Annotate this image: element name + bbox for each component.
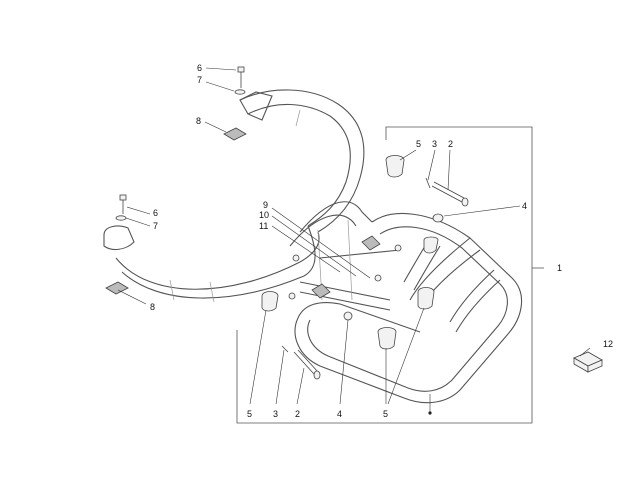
callout-5-bottom-left: 5 — [247, 409, 252, 419]
callout-6-top: 6 — [197, 63, 202, 73]
callout-4-right: 4 — [522, 201, 527, 211]
callout-2-top: 2 — [448, 139, 453, 149]
callout-7-left: 7 — [153, 221, 158, 231]
callout-12: 12 — [603, 339, 613, 349]
hardware-parts — [105, 66, 603, 415]
grab-handle — [103, 89, 365, 303]
callout-6-left: 6 — [153, 208, 158, 218]
callout-5-bottom-right: 5 — [383, 409, 388, 419]
callout-2-bottom: 2 — [295, 409, 300, 419]
callout-5-top: 5 — [416, 139, 421, 149]
callout-3-bottom: 3 — [273, 409, 278, 419]
callout-8-left: 8 — [150, 302, 155, 312]
callout-10: 10 — [259, 210, 269, 220]
assembly-frame — [236, 126, 544, 424]
callout-3-top: 3 — [432, 139, 437, 149]
callout-11: 11 — [259, 221, 268, 231]
callout-8-top: 8 — [196, 116, 201, 126]
callout-4-bottom: 4 — [337, 409, 342, 419]
callout-labels: 6 7 8 6 7 8 9 10 11 5 3 2 4 1 12 5 3 2 4… — [150, 63, 613, 419]
callout-7-top: 7 — [197, 75, 202, 85]
callout-1: 1 — [557, 263, 562, 273]
callout-9: 9 — [263, 200, 268, 210]
luggage-rack — [288, 201, 523, 404]
leader-lines — [117, 67, 591, 412]
